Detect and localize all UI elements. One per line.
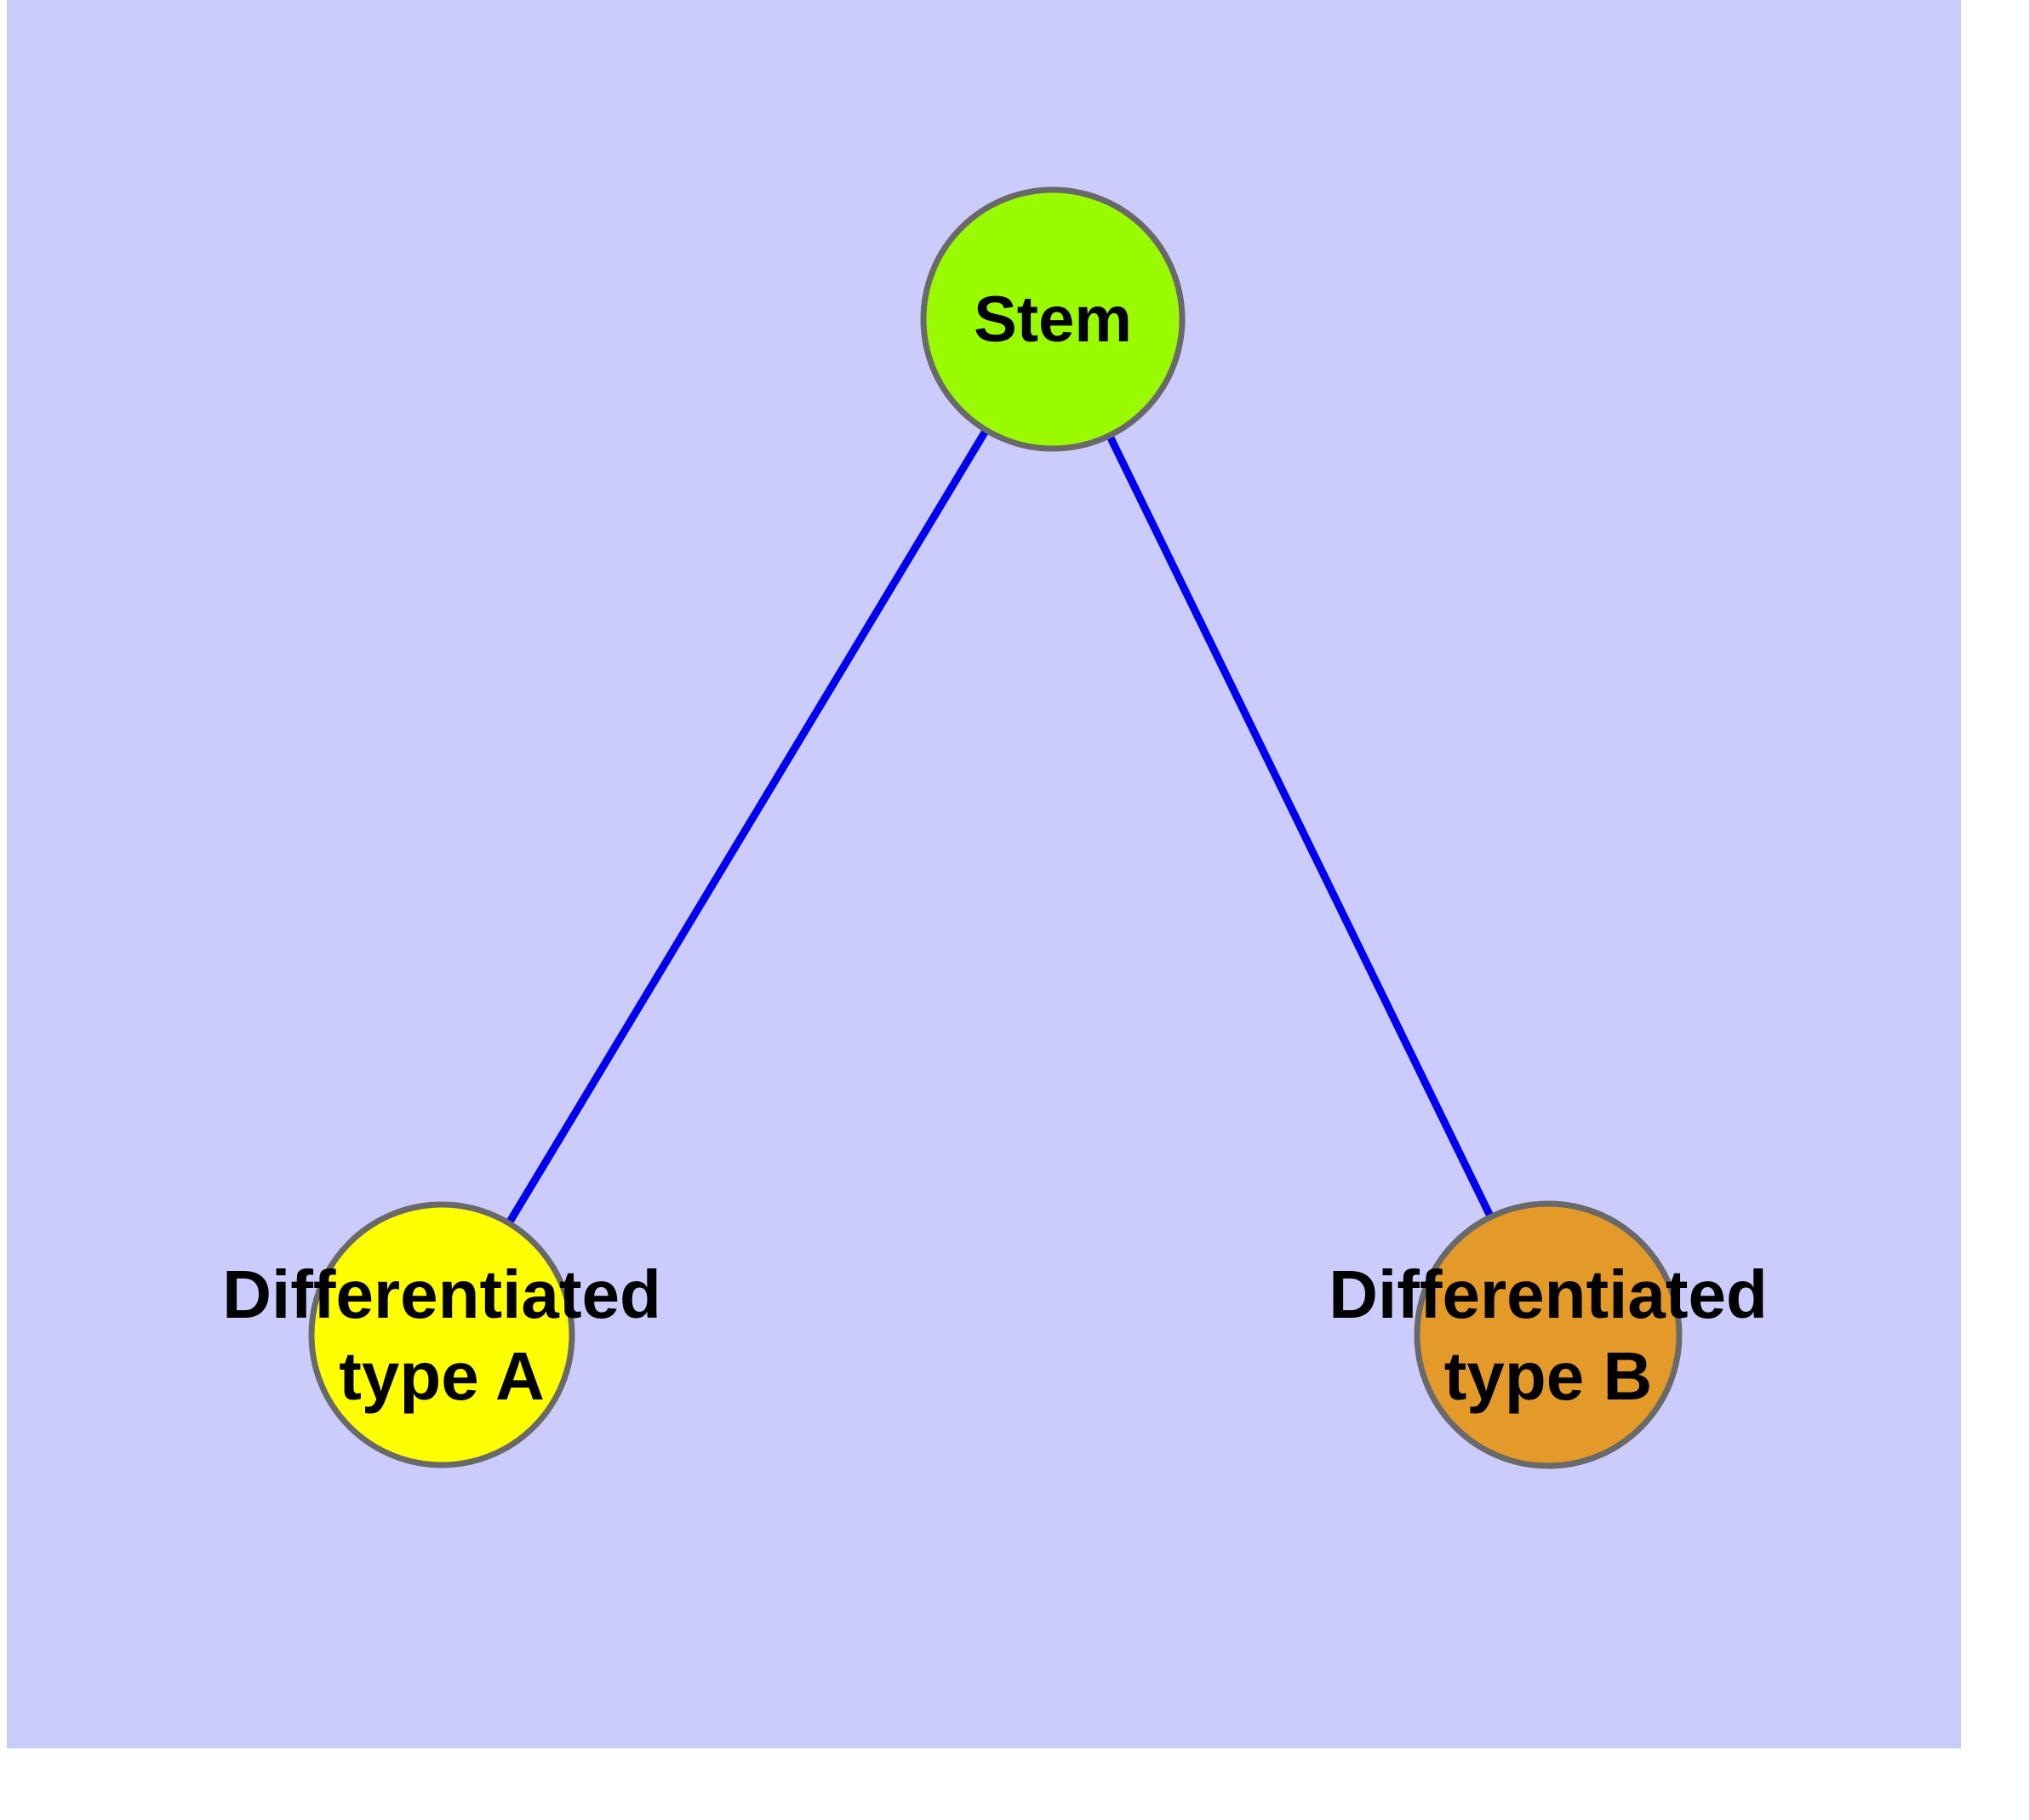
edges-layer [438,317,1552,1337]
graph-node-diff_b[interactable] [1414,1200,1683,1469]
graph-node-label-line: Differentiated [222,1256,661,1332]
graph-node-label-stem: Stem [974,283,1132,356]
graph-node-label-line: type B [1444,1338,1653,1414]
graph-node-diff_a[interactable] [308,1201,575,1468]
graph-node-label-line: type A [339,1338,545,1414]
graph-edge-stem-diff_b[interactable] [1049,318,1552,1336]
graph-node-stem[interactable] [920,186,1186,452]
graph-edge-stem-diff_a[interactable] [438,317,1056,1337]
graph-node-label-line: Stem [974,283,1132,356]
nodes-layer [308,186,1683,1469]
graph-node-label-line: Differentiated [1329,1256,1768,1332]
